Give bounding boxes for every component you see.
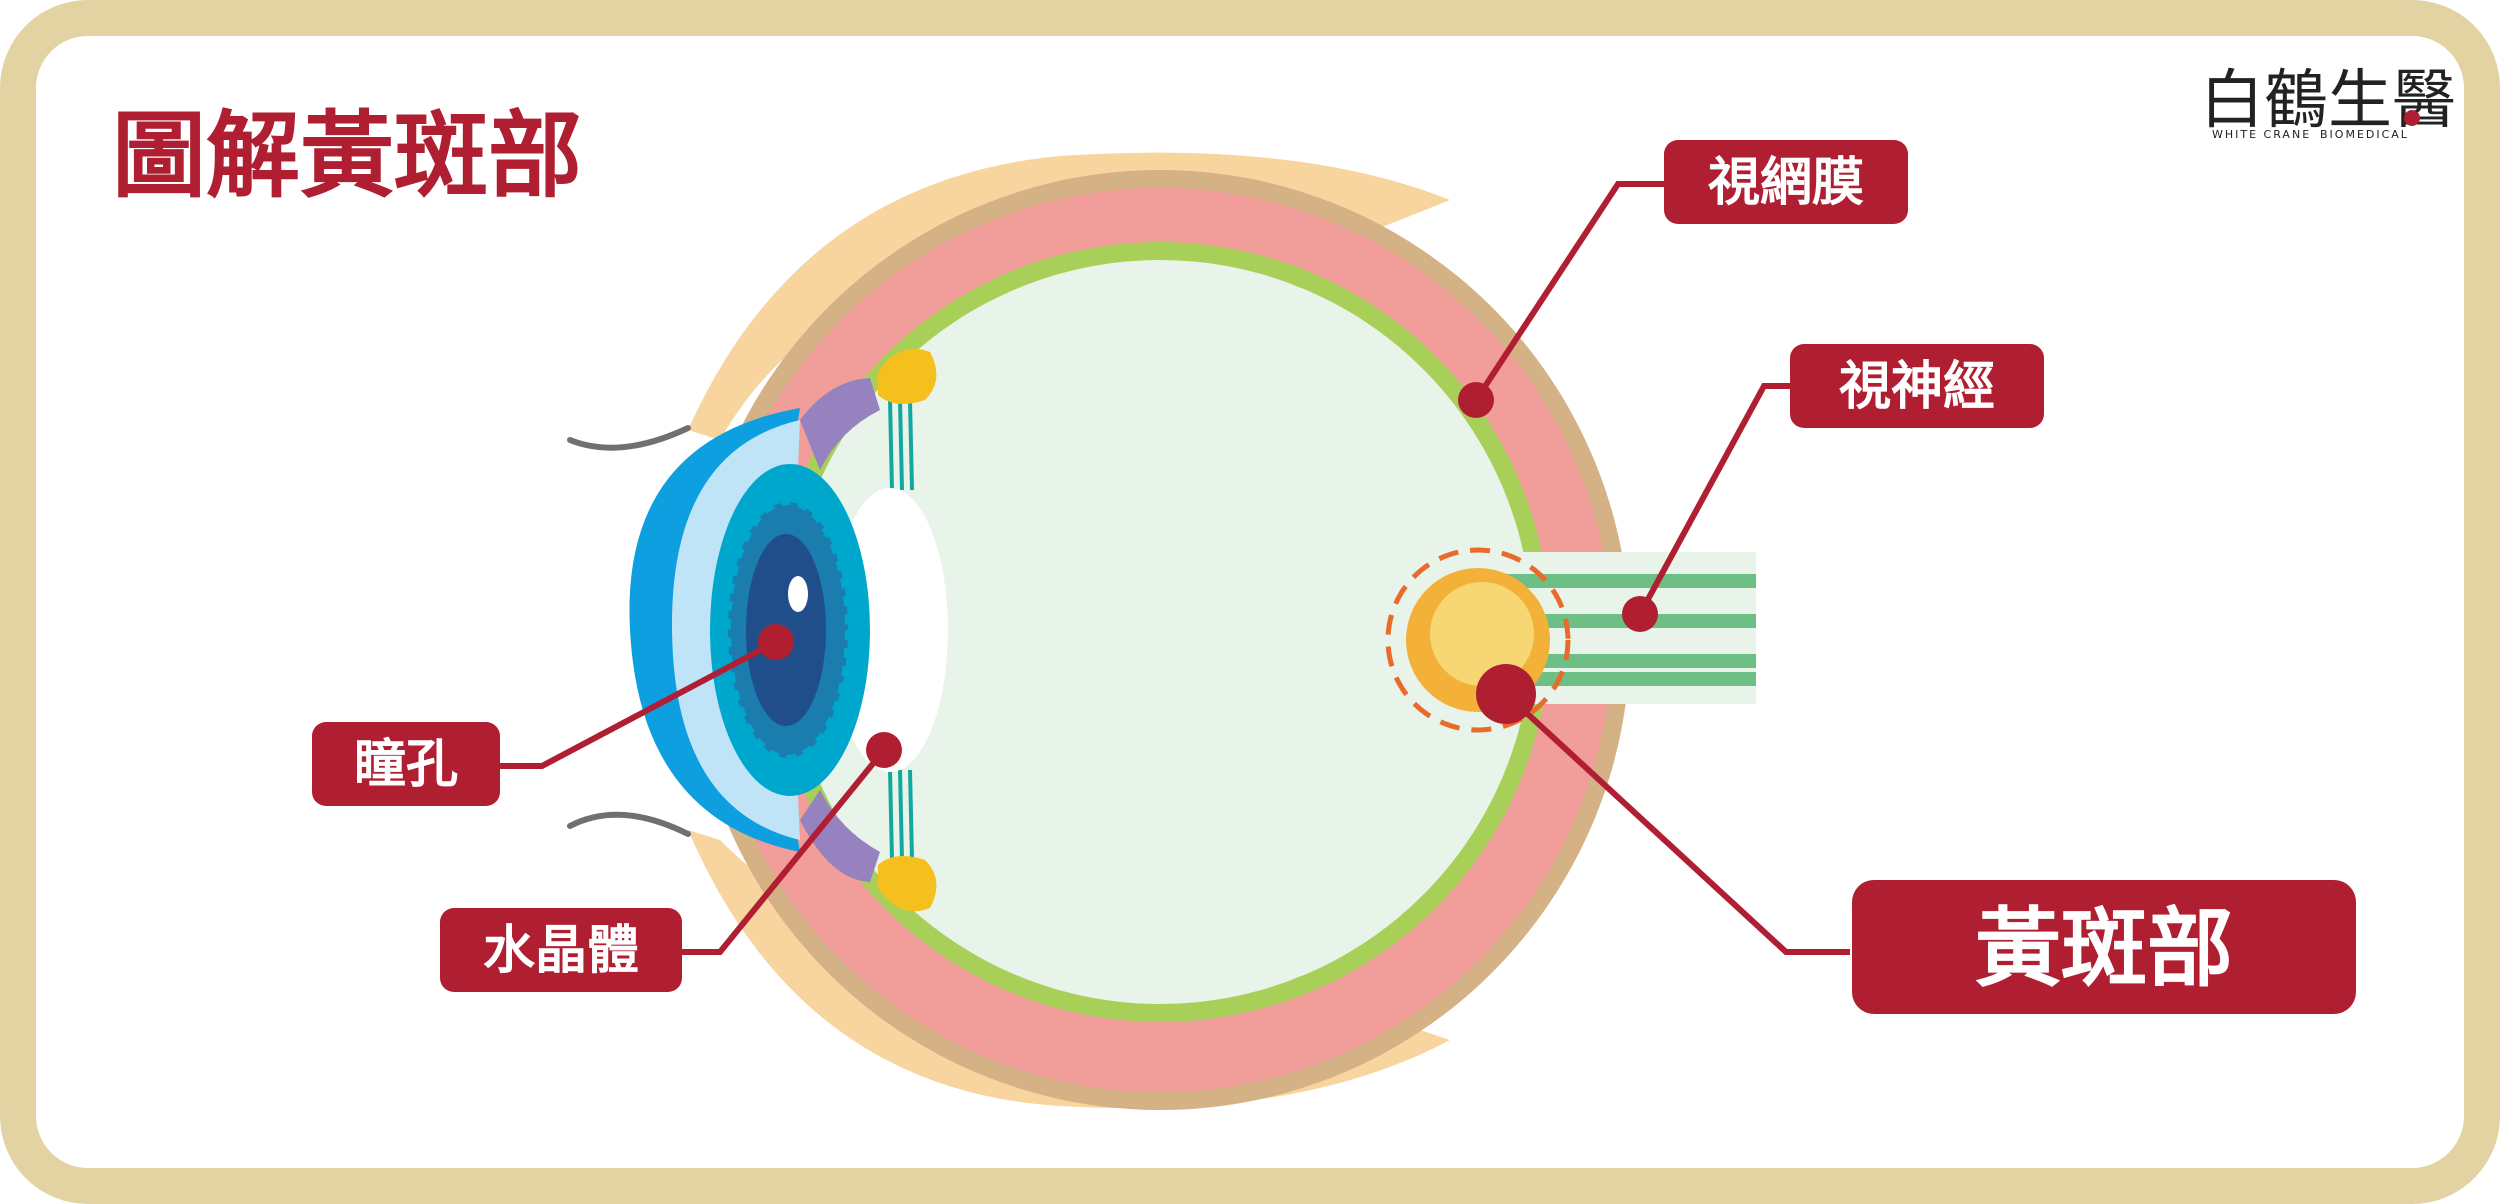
- optic-nerve-dot: [1622, 596, 1658, 632]
- macula-center: [1430, 582, 1534, 686]
- label-macula: 黃斑部: [1852, 880, 2356, 1014]
- zonule-fibers-lower: [888, 769, 914, 861]
- macula-dot: [1476, 664, 1536, 724]
- label-optic-nerve: 視神經: [1790, 344, 2044, 428]
- ciliary-upper: [800, 378, 880, 470]
- zonule-fibers-upper: [888, 399, 914, 491]
- logo-name: 白鶴生醫: [2200, 64, 2456, 138]
- lens-dot: [866, 732, 902, 768]
- label-retina-text: 視網膜: [1708, 153, 1864, 213]
- label-macula-text: 黃斑部: [1975, 899, 2233, 999]
- leader-lines: [500, 181, 1850, 955]
- label-pupil-text: 瞳孔: [354, 735, 458, 795]
- retina-dot: [1458, 382, 1494, 418]
- upper-eyelash: [567, 425, 691, 451]
- logo-sub-right: BIOMEDICAL: [2320, 128, 2409, 141]
- pupil-highlight: [788, 576, 808, 612]
- label-lens-text: 水晶體: [483, 921, 639, 981]
- lower-eyelash: [567, 811, 691, 837]
- pupil-leader: [500, 639, 778, 769]
- label-optic-nerve-text: 視神經: [1839, 357, 1995, 417]
- label-lens: 水晶體: [440, 908, 682, 992]
- optic-nerve-leader: [1637, 383, 1790, 616]
- lens-leader: [672, 748, 887, 955]
- ciliary-muscle-upper: [878, 348, 937, 404]
- macula-leader: [1503, 691, 1850, 955]
- ciliary-muscle-lower: [878, 856, 937, 912]
- ciliary-lower: [800, 790, 880, 882]
- logo-seal-icon: [2404, 110, 2420, 126]
- logo-sub-left: WHITE CRANE: [2212, 128, 2311, 141]
- optic-nerve: [1500, 552, 1756, 704]
- brand-logo: 白鶴生醫 WHITE CRANE BIOMEDICAL: [2200, 64, 2456, 141]
- macula-outline: [1385, 547, 1571, 733]
- retina-leader: [1473, 181, 1664, 402]
- page-title: 圖解黃斑部: [112, 102, 582, 211]
- label-retina: 視網膜: [1664, 140, 1908, 224]
- vitreous-body: [788, 260, 1532, 1004]
- label-pupil: 瞳孔: [312, 722, 500, 806]
- pupil-dot: [758, 624, 794, 660]
